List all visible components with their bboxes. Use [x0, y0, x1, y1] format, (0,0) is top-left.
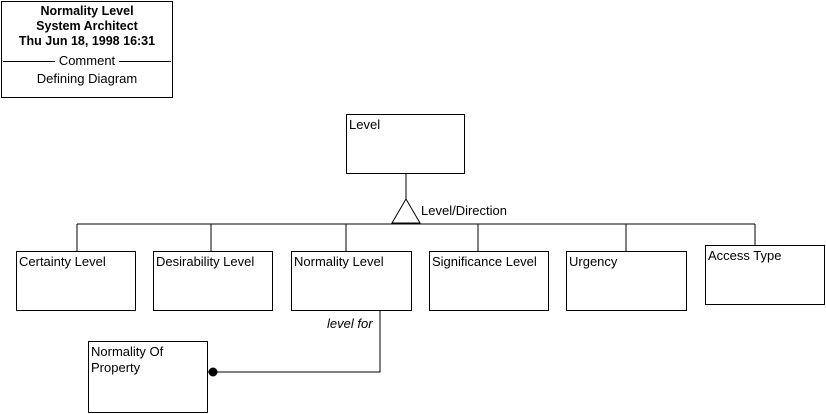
comment-label: Comment [55, 54, 119, 68]
entity-desirability-level[interactable]: Desirability Level [153, 251, 273, 311]
entity-label: Certainty Level [19, 254, 106, 269]
diagram-name: Normality Level [40, 4, 134, 18]
entity-normality-of-property[interactable]: Normality Of Property [88, 341, 208, 413]
tool-name: System Architect [36, 19, 138, 33]
entity-access-type[interactable]: Access Type [705, 245, 825, 305]
entity-label: Significance Level [432, 254, 537, 269]
comment-text: Defining Diagram [36, 71, 138, 86]
entity-level[interactable]: Level [346, 114, 465, 174]
entity-normality-level[interactable]: Normality Level [291, 251, 412, 311]
entity-label: Desirability Level [156, 254, 255, 269]
entity-label: Level [349, 117, 381, 132]
entity-label: Access Type [708, 248, 782, 263]
association-line [208, 311, 381, 373]
association-role-label: level for [327, 316, 373, 331]
title-block: Normality Level System Architect Thu Jun… [1, 1, 173, 98]
entity-label: Normality Of Property [91, 344, 164, 375]
diagram-timestamp: Thu Jun 18, 1998 16:31 [18, 34, 156, 48]
entity-urgency[interactable]: Urgency [566, 251, 687, 311]
entity-label: Urgency [569, 254, 618, 269]
subtype-triangle [391, 198, 421, 224]
entity-label: Normality Level [294, 254, 384, 269]
comment-separator: Comment [3, 54, 171, 68]
entity-certainty-level[interactable]: Certainty Level [16, 251, 136, 311]
entity-significance-level[interactable]: Significance Level [429, 251, 549, 311]
association-end-dot [208, 367, 218, 377]
subtype-relationship-label: Level/Direction [421, 203, 507, 218]
